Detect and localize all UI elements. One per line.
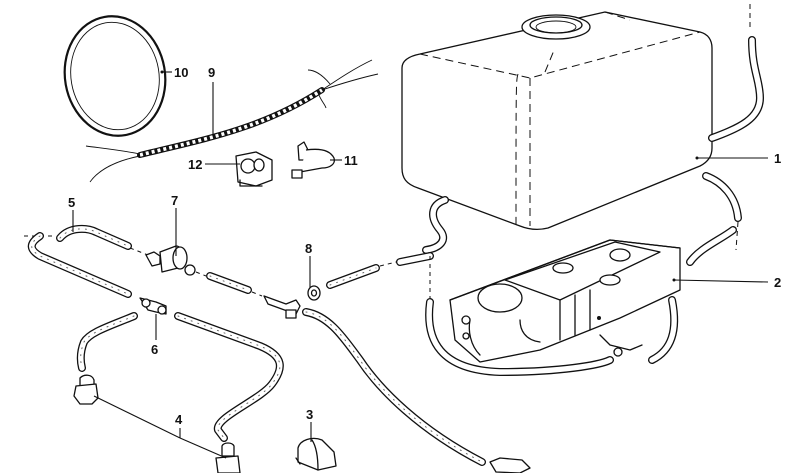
nozzle-hose-right[interactable]	[174, 312, 284, 442]
tank-outlet-hose[interactable]	[686, 172, 742, 266]
washer-pump-assembly[interactable]	[449, 239, 769, 363]
grommet[interactable]	[307, 285, 321, 301]
callout-7: 7	[171, 193, 178, 208]
vent-hose[interactable]	[708, 36, 764, 142]
washer-fluid-reservoir[interactable]	[401, 4, 768, 230]
wiring-harness[interactable]	[85, 59, 379, 183]
t-connector[interactable]	[139, 297, 167, 315]
holder-bracket[interactable]	[235, 151, 273, 187]
callout-labels: 1 2 3 4 5 6 7 8 9 10 11 12	[68, 65, 781, 427]
callout-6: 6	[151, 342, 158, 357]
callout-2: 2	[774, 275, 781, 290]
callout-5: 5	[68, 195, 75, 210]
callout-12: 12	[188, 157, 202, 172]
callout-8: 8	[305, 241, 312, 256]
long-hose-lower-left[interactable]	[27, 232, 132, 298]
t-connector-right[interactable]	[263, 295, 301, 319]
callout-9: 9	[208, 65, 215, 80]
pump-feed-hose[interactable]	[302, 308, 531, 473]
feed-hose-8[interactable]	[326, 261, 397, 289]
callout-1: 1	[774, 151, 781, 166]
callout-11: 11	[344, 153, 358, 168]
short-hose-segment[interactable]	[206, 272, 252, 294]
pump-return-hose[interactable]	[396, 196, 679, 376]
washer-nozzle-left[interactable]	[73, 374, 99, 405]
sealing-ring[interactable]	[55, 8, 174, 144]
hose-clip[interactable]	[295, 437, 337, 471]
callout-4: 4	[175, 412, 183, 427]
washer-nozzle-right[interactable]	[215, 442, 241, 473]
plug-connector[interactable]	[291, 141, 336, 179]
nozzle-hose-left[interactable]	[76, 312, 138, 372]
callout-3: 3	[306, 407, 313, 422]
check-valve[interactable]	[145, 245, 196, 276]
callout-10: 10	[174, 65, 188, 80]
leader-lines	[72, 70, 342, 459]
